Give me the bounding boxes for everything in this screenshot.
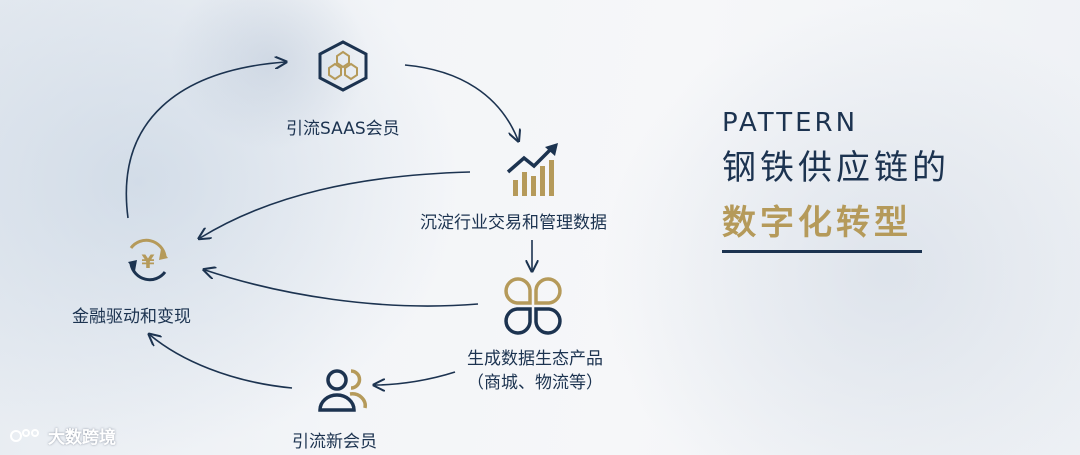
finance-label: 金融驱动和变现	[72, 302, 191, 327]
new-member-label: 引流新会员	[292, 427, 377, 452]
industry-data-label: 沉淀行业交易和管理数据	[420, 208, 607, 233]
headline-line1: 钢铁供应链的	[722, 140, 950, 189]
arrow-finance-to-saas	[126, 62, 285, 218]
headline-eyebrow: PATTERN	[722, 108, 950, 138]
eco-product-sublabel: （商城、物流等）	[467, 368, 603, 393]
arrow-eco-to-finance	[205, 270, 478, 306]
rising-chart-icon	[508, 143, 558, 196]
users-icon	[320, 371, 365, 410]
arrow-eco-to-newmember	[375, 372, 455, 385]
clover-icon	[506, 279, 560, 333]
saas-member-label: 引流SAAS会员	[286, 114, 400, 139]
yen-symbol: ¥	[141, 251, 154, 273]
headline-underline	[722, 250, 922, 253]
hexagon-cluster-icon	[320, 42, 366, 90]
eco-product-label: 生成数据生态产品	[467, 344, 603, 369]
headline-block: PATTERN 钢铁供应链的 数字化转型	[722, 108, 950, 244]
watermark-text: 大数跨境	[48, 423, 116, 448]
arrow-saas-to-data	[405, 65, 518, 140]
headline-line2: 数字化转型	[722, 195, 950, 244]
watermark: 大数跨境	[8, 423, 116, 448]
arrow-newmember-to-finance	[150, 335, 292, 388]
watermark-logo-icon	[8, 426, 44, 446]
